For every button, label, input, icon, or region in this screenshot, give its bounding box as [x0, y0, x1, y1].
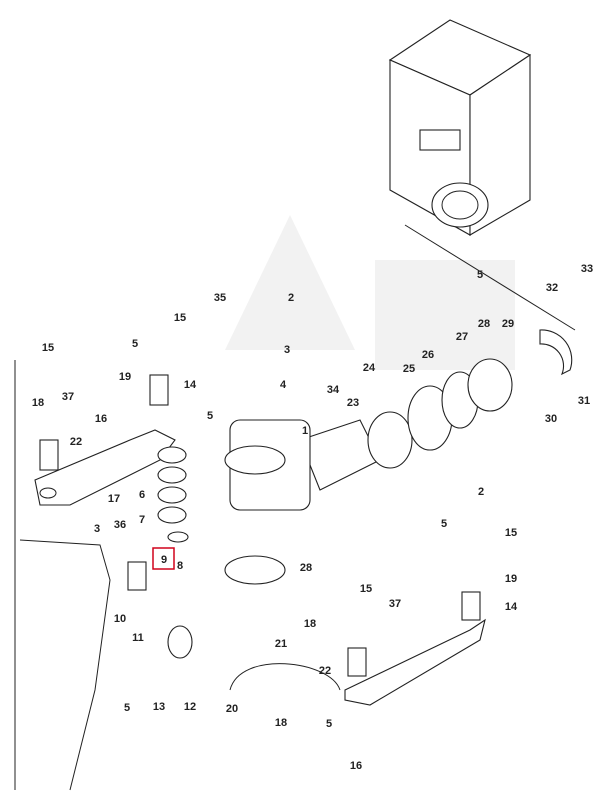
callout-37[interactable]: 37 — [389, 598, 401, 610]
callout-34[interactable]: 34 — [327, 384, 340, 396]
callout-18[interactable]: 18 — [275, 717, 287, 729]
callout-10[interactable]: 10 — [114, 613, 126, 625]
callout-18[interactable]: 18 — [304, 618, 316, 630]
callout-19[interactable]: 19 — [505, 573, 517, 585]
callout-24[interactable]: 24 — [363, 362, 376, 374]
callout-7[interactable]: 7 — [139, 514, 145, 526]
callout-23[interactable]: 23 — [347, 397, 359, 409]
callout-30[interactable]: 30 — [545, 413, 557, 425]
callout-5[interactable]: 5 — [477, 269, 483, 281]
callout-5[interactable]: 5 — [124, 702, 130, 714]
callout-36[interactable]: 36 — [114, 519, 126, 531]
callout-16[interactable]: 16 — [95, 413, 107, 425]
callout-21[interactable]: 21 — [275, 638, 287, 650]
callout-29[interactable]: 29 — [502, 318, 514, 330]
callout-28[interactable]: 28 — [478, 318, 490, 330]
callout-14[interactable]: 14 — [505, 601, 518, 613]
axle-assembly — [224, 329, 573, 585]
callout-22[interactable]: 22 — [319, 665, 331, 677]
callout-8[interactable]: 8 — [177, 560, 183, 572]
callout-17[interactable]: 17 — [108, 493, 120, 505]
callout-15[interactable]: 15 — [174, 312, 186, 324]
steering-cylinder-left — [14, 360, 176, 791]
callout-4[interactable]: 4 — [280, 379, 287, 391]
callout-2[interactable]: 2 — [288, 292, 294, 304]
highlight-box — [152, 547, 175, 570]
callout-11[interactable]: 11 — [132, 632, 144, 644]
callout-12[interactable]: 12 — [184, 701, 196, 713]
callout-19[interactable]: 19 — [119, 371, 131, 383]
callout-22[interactable]: 22 — [70, 436, 82, 448]
bearing-stack — [127, 446, 193, 659]
callout-13[interactable]: 13 — [153, 701, 165, 713]
callout-labels: 33 32 5 2 35 15 5 3 29 28 27 26 25 24 15… — [32, 263, 593, 772]
callout-16[interactable]: 16 — [350, 760, 362, 772]
callout-1[interactable]: 1 — [302, 425, 308, 437]
callout-37[interactable]: 37 — [62, 391, 74, 403]
callout-5[interactable]: 5 — [326, 718, 332, 730]
callout-6[interactable]: 6 — [139, 489, 145, 501]
callout-32[interactable]: 32 — [546, 282, 558, 294]
steering-cylinder-right — [229, 591, 486, 706]
callout-18[interactable]: 18 — [32, 397, 44, 409]
callout-15[interactable]: 15 — [505, 527, 517, 539]
callout-26[interactable]: 26 — [422, 349, 434, 361]
callout-25[interactable]: 25 — [403, 363, 415, 375]
callout-3[interactable]: 3 — [94, 523, 100, 535]
callout-15[interactable]: 15 — [42, 342, 54, 354]
callout-5[interactable]: 5 — [132, 338, 138, 350]
callout-2[interactable]: 2 — [478, 486, 484, 498]
callout-28[interactable]: 28 — [300, 562, 312, 574]
callout-31[interactable]: 31 — [578, 395, 590, 407]
callout-15[interactable]: 15 — [360, 583, 372, 595]
callout-9-highlighted[interactable]: 9 — [161, 554, 167, 566]
callout-35[interactable]: 35 — [214, 292, 226, 304]
callout-27[interactable]: 27 — [456, 331, 468, 343]
axle-mount-housing — [388, 19, 576, 331]
callout-5[interactable]: 5 — [441, 518, 447, 530]
watermark-logo — [225, 215, 515, 370]
callout-3[interactable]: 3 — [284, 344, 290, 356]
callout-5[interactable]: 5 — [207, 410, 213, 422]
callout-33[interactable]: 33 — [581, 263, 593, 275]
callout-20[interactable]: 20 — [226, 703, 238, 715]
callout-14[interactable]: 14 — [184, 379, 197, 391]
